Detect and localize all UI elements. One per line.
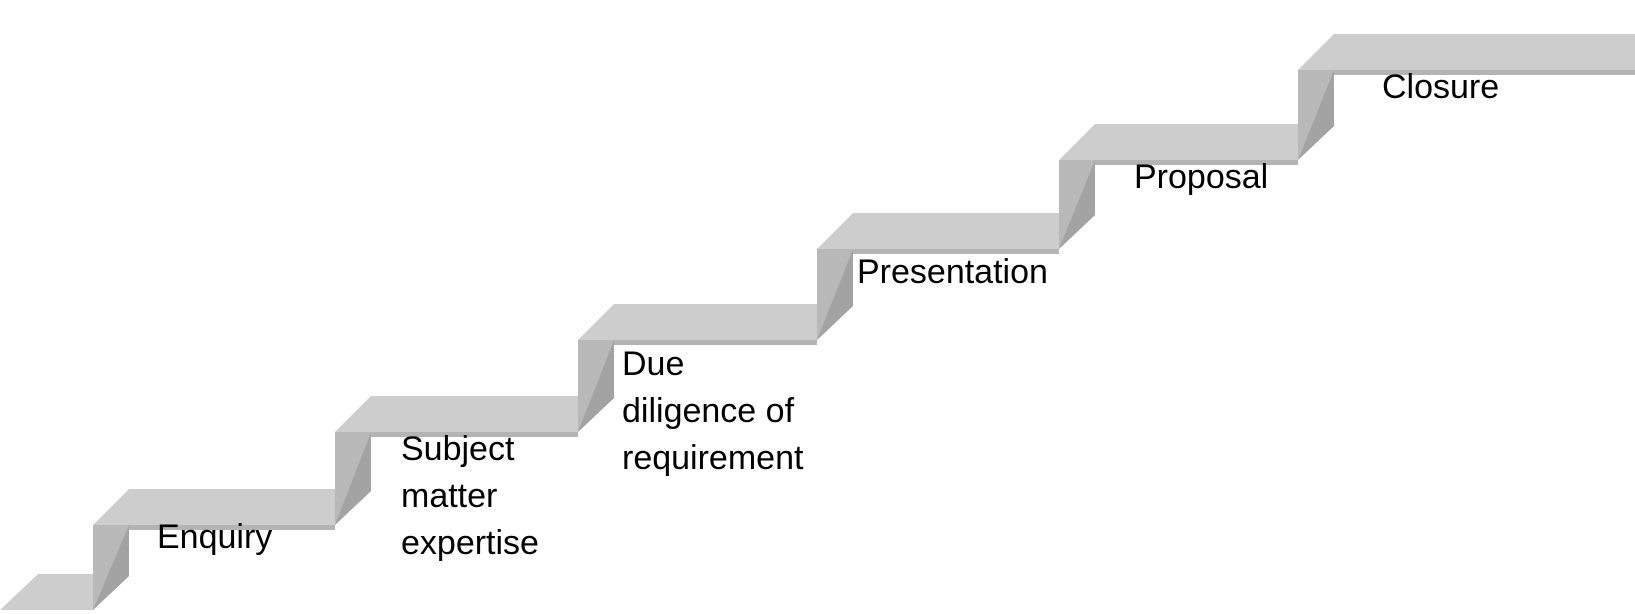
step-label-1-line-1: Enquiry [157, 518, 272, 556]
tread-edge-4 [817, 249, 1059, 254]
tread-1 [93, 489, 371, 525]
stair-risers [93, 70, 1334, 610]
tread-3 [578, 304, 853, 340]
step-label-3-line-1: Due [622, 345, 684, 383]
riser-side-2 [335, 432, 371, 525]
riser-side-1 [93, 525, 129, 610]
tread-5 [1059, 124, 1334, 160]
step-label-2-line-2: matter [401, 477, 497, 515]
step-label-2-line-3: expertise [401, 524, 539, 562]
step-label-4-line-1: Presentation [857, 253, 1048, 291]
tread-edge-5 [1059, 160, 1298, 165]
tread-4 [817, 213, 1095, 249]
riser-side-4 [817, 249, 853, 340]
stair-treads [0, 34, 1635, 610]
tread-edge-1 [93, 525, 335, 530]
riser-side-5 [1059, 160, 1095, 249]
step-label-3-line-2: diligence of [622, 392, 795, 430]
step-label-6-line-1: Closure [1382, 68, 1499, 106]
riser-side-6 [1298, 70, 1334, 160]
step-label-2-line-1: Subject [401, 430, 515, 468]
step-label-5-line-1: Proposal [1134, 158, 1268, 196]
tread-6 [1298, 34, 1635, 70]
step-labels: Enquiry Subject matter expertise Due diligenc… [157, 68, 1499, 562]
riser-side-3 [578, 340, 614, 432]
tread-2 [335, 396, 614, 432]
tread-edge-6 [1298, 70, 1635, 75]
tread-edge-3 [578, 340, 817, 345]
step-label-3-line-3: requirement [622, 439, 804, 477]
tread-edge-2 [335, 432, 578, 437]
